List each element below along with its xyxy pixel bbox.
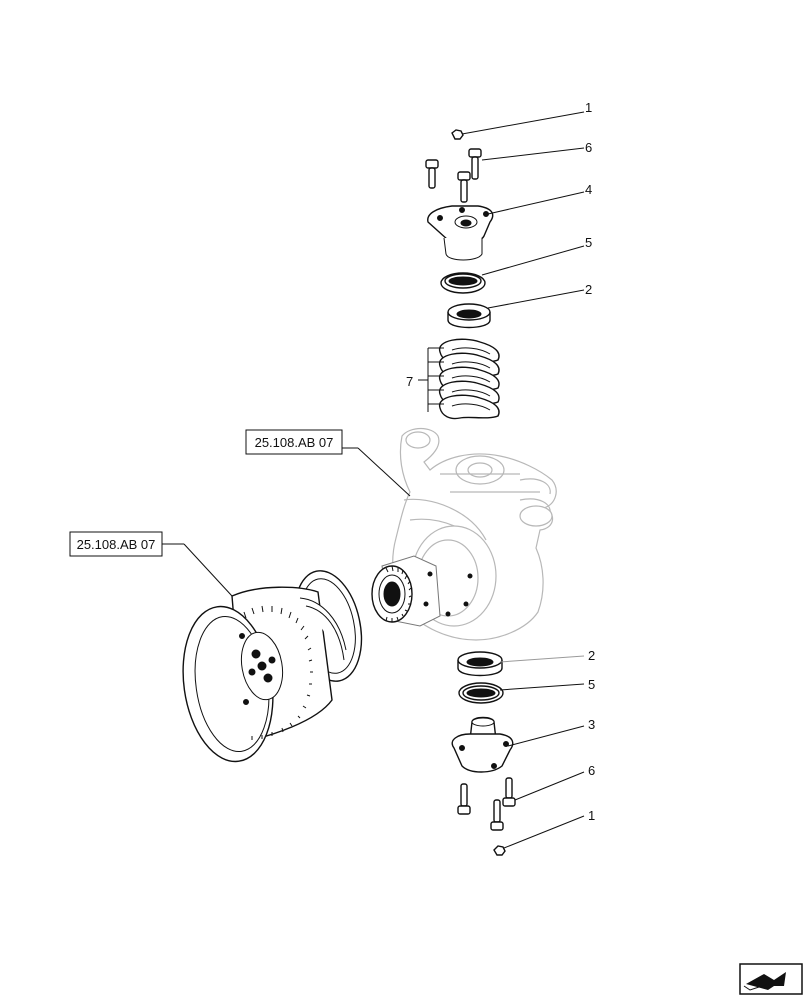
knuckle-reference-callout[interactable]: 25.108.AB 07 (245, 429, 411, 497)
callout-2-bottom: 2 (588, 648, 595, 663)
top-seal (440, 245, 585, 294)
bottom-seal (458, 682, 585, 704)
hub-reference-callout[interactable]: 25.108.AB 07 (69, 531, 233, 597)
top-nut (451, 111, 585, 140)
callout-2-top: 2 (585, 282, 592, 297)
knuckle-reference-label[interactable]: 25.108.AB 07 (255, 435, 334, 450)
steering-knuckle (371, 427, 557, 641)
callout-1-bottom: 1 (588, 808, 595, 823)
callout-5-bottom: 5 (588, 677, 595, 692)
callout-5-top: 5 (585, 235, 592, 250)
bottom-bolts (457, 771, 585, 831)
callout-7: 7 (406, 374, 413, 389)
bottom-bearing-cup (457, 651, 585, 677)
callout-6-bottom: 6 (588, 763, 595, 778)
top-bearing-cup (447, 289, 585, 329)
bottom-kingpin-cap (451, 716, 585, 773)
callout-1-top: 1 (585, 100, 592, 115)
bottom-nut (493, 815, 585, 856)
top-kingpin-cap (427, 191, 585, 261)
spindle-splines (385, 565, 412, 622)
callout-4: 4 (585, 182, 592, 197)
shim-stack (418, 338, 500, 420)
callout-6-top: 6 (585, 140, 592, 155)
callout-3: 3 (588, 717, 595, 732)
wheel-hub (182, 570, 363, 763)
top-bolts (425, 147, 585, 203)
next-page-arrow-icon[interactable] (739, 963, 803, 995)
hub-reference-label[interactable]: 25.108.AB 07 (77, 537, 156, 552)
